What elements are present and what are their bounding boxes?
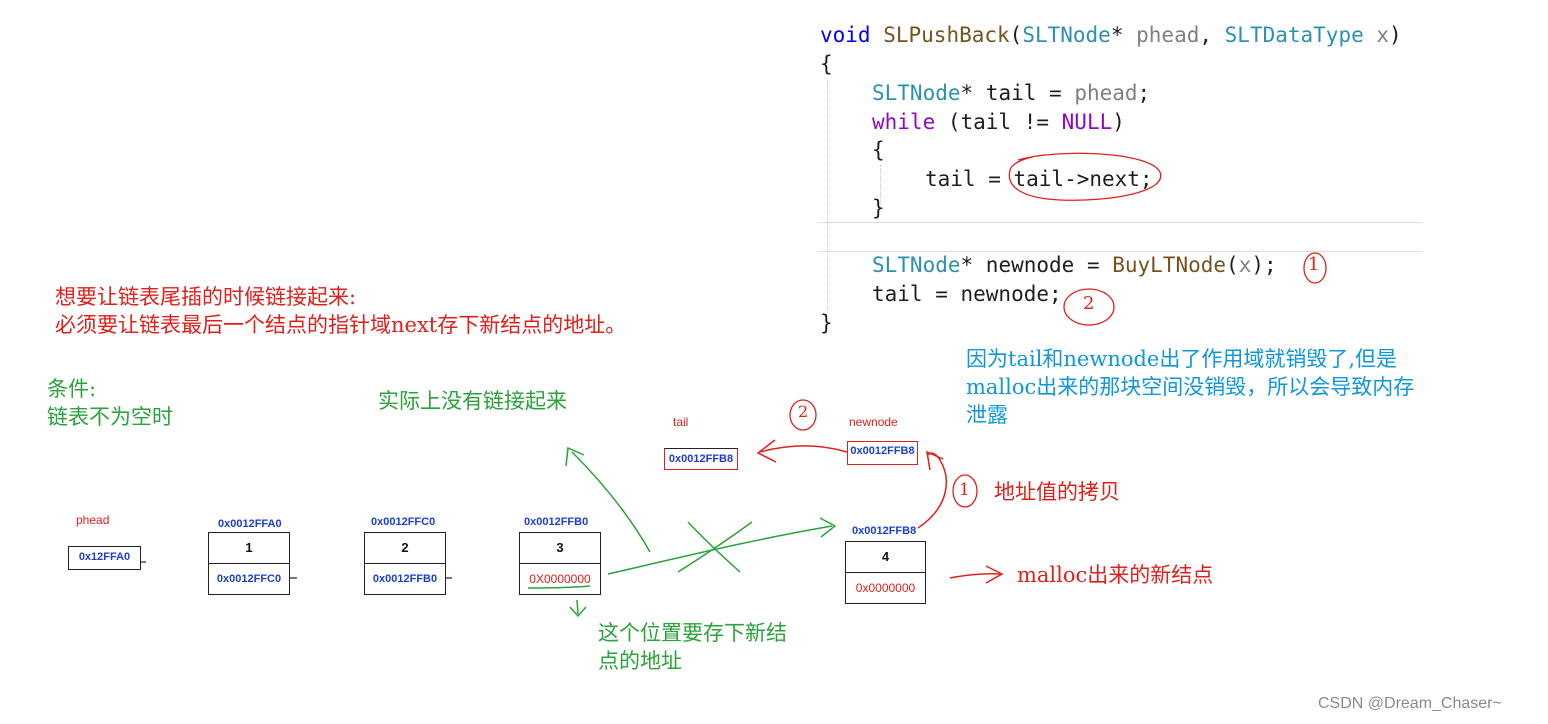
code-token: SLTNode <box>872 253 961 277</box>
code-line-open-brace: { <box>820 52 833 76</box>
code-token: SLTDataType <box>1224 23 1364 47</box>
circle-2-small-outline <box>789 399 817 431</box>
node-next: 0x0000000 <box>855 580 916 595</box>
code-token: ; <box>1137 81 1151 105</box>
node-address: 0x0012FFC0 <box>371 516 436 528</box>
code-token: ( <box>1226 253 1239 277</box>
node-next: 0X0000000 <box>529 571 591 586</box>
code-token: x <box>1376 23 1390 47</box>
store-here-note-line1: 这个位置要存下新结 <box>598 621 787 645</box>
code-token: ); <box>1251 253 1277 277</box>
tail-label: tail <box>673 415 689 429</box>
indent-guide <box>827 80 828 310</box>
cross-mark-b <box>677 521 753 573</box>
code-line-tail-init: SLTNode* tail = phead; <box>872 79 1150 108</box>
intended-link-arrow-head <box>819 517 837 538</box>
code-token: void <box>820 23 871 47</box>
node-data: 1 <box>209 533 289 564</box>
node-address: 0x0012FFB8 <box>852 525 917 537</box>
code-line-advance: tail = tail->next; <box>925 167 1153 191</box>
code-line-while-open: { <box>872 138 885 162</box>
circle-2-outline <box>1063 288 1115 326</box>
circle-1-outline <box>1303 252 1327 284</box>
node-data: 4 <box>846 542 925 573</box>
watermark: CSDN @Dream_Chaser~ <box>1318 695 1502 712</box>
code-line-while-close: } <box>872 196 885 220</box>
intended-link-arrow <box>607 525 833 575</box>
list-node: 1 0x0012FFC0 <box>208 532 290 595</box>
code-token: phead <box>1136 23 1200 47</box>
memory-leak-note-line1: 因为tail和newnode出了作用域就销毁了,但是 <box>966 347 1398 371</box>
step-1-marker-diagram: 1 <box>959 480 970 500</box>
step-2-marker-diagram: 2 <box>798 402 809 421</box>
copy-arrow-head <box>756 439 777 463</box>
copy-arrow-shaft <box>759 445 848 453</box>
code-line-while: while (tail != NULL) <box>872 108 1125 137</box>
code-token: * <box>1110 23 1137 47</box>
newnode-box: 0x0012FFB8 <box>847 441 918 465</box>
indent-guide <box>880 165 881 205</box>
assign-arrow-shaft <box>917 452 947 529</box>
node-next: 0x0012FFB0 <box>372 572 438 585</box>
code-token: BuyLTNode <box>1112 253 1227 277</box>
code-token: * tail = <box>960 81 1075 105</box>
memory-leak-note-line2: malloc出来的那块空间没销毁，所以会导致内存 <box>966 375 1415 399</box>
code-token: NULL <box>1061 110 1113 134</box>
not-linked-arrow <box>571 451 651 553</box>
new-node-arrow-shaft <box>949 573 1001 579</box>
condition-text: 链表不为空时 <box>47 405 173 429</box>
new-node-arrow-head <box>985 565 1004 584</box>
not-linked-arrow-head <box>565 446 585 467</box>
node-address: 0x0012FFA0 <box>218 518 282 530</box>
code-line-newnode: SLTNode* newnode = BuyLTNode(x); <box>872 251 1277 280</box>
address-copy-note: 地址值的拷贝 <box>994 480 1120 504</box>
not-linked-note: 实际上没有链接起来 <box>378 389 567 413</box>
list-node: 2 0x0012FFB0 <box>364 532 446 595</box>
code-token: SLPushBack <box>883 23 1010 47</box>
circle-1-small-outline <box>952 474 978 508</box>
new-list-node: 4 0x0000000 <box>845 541 926 604</box>
newnode-label: newnode <box>849 415 898 429</box>
condition-title: 条件: <box>47 377 97 401</box>
code-line-assign-tail: tail = newnode; <box>872 282 1062 306</box>
phead-label: phead <box>76 513 110 527</box>
highlight-ellipse <box>1008 152 1162 201</box>
node-next: 0x0012FFC0 <box>216 572 282 585</box>
code-token: * newnode = <box>960 253 1113 277</box>
code-token: phead <box>1074 81 1138 105</box>
next-field-underline <box>527 585 591 589</box>
store-here-arrow <box>576 599 579 615</box>
node-data: 3 <box>520 533 600 564</box>
intro-note-line2: 必须要让链表最后一个结点的指针域next存下新结点的地址。 <box>55 313 627 337</box>
code-token: ( <box>1009 23 1023 47</box>
code-token: ) <box>1112 110 1125 134</box>
new-node-note: malloc出来的新结点 <box>1017 563 1214 587</box>
code-token: (tail != <box>935 110 1062 134</box>
code-token: x <box>1238 253 1252 277</box>
memory-leak-note-line3: 泄露 <box>966 403 1008 427</box>
code-token: SLTNode <box>872 81 961 105</box>
intro-note-line1: 想要让链表尾插的时候链接起来: <box>55 285 357 309</box>
cross-mark-a <box>687 521 741 573</box>
list-node: 3 0X0000000 <box>519 532 601 595</box>
step-2-marker-code: 2 <box>1083 293 1095 314</box>
node-address: 0x0012FFB0 <box>524 516 589 528</box>
code-token: while <box>872 110 936 134</box>
code-line-close-brace: } <box>820 311 833 335</box>
code-line-signature: void SLPushBack(SLTNode* phead, SLTDataT… <box>820 21 1402 50</box>
code-token: SLTNode <box>1022 23 1111 47</box>
tail-box: 0x0012FFB8 <box>664 448 738 470</box>
phead-box: 0x12FFA0 <box>68 546 141 570</box>
step-1-marker-code: 1 <box>1308 254 1320 275</box>
current-line-highlight <box>818 222 1422 252</box>
store-here-arrow-head <box>569 606 587 618</box>
code-token: , <box>1199 23 1225 47</box>
store-here-note-line2: 点的地址 <box>598 649 682 673</box>
node-data: 2 <box>365 533 445 564</box>
assign-arrow-head <box>926 450 944 471</box>
code-token: ) <box>1389 23 1402 47</box>
